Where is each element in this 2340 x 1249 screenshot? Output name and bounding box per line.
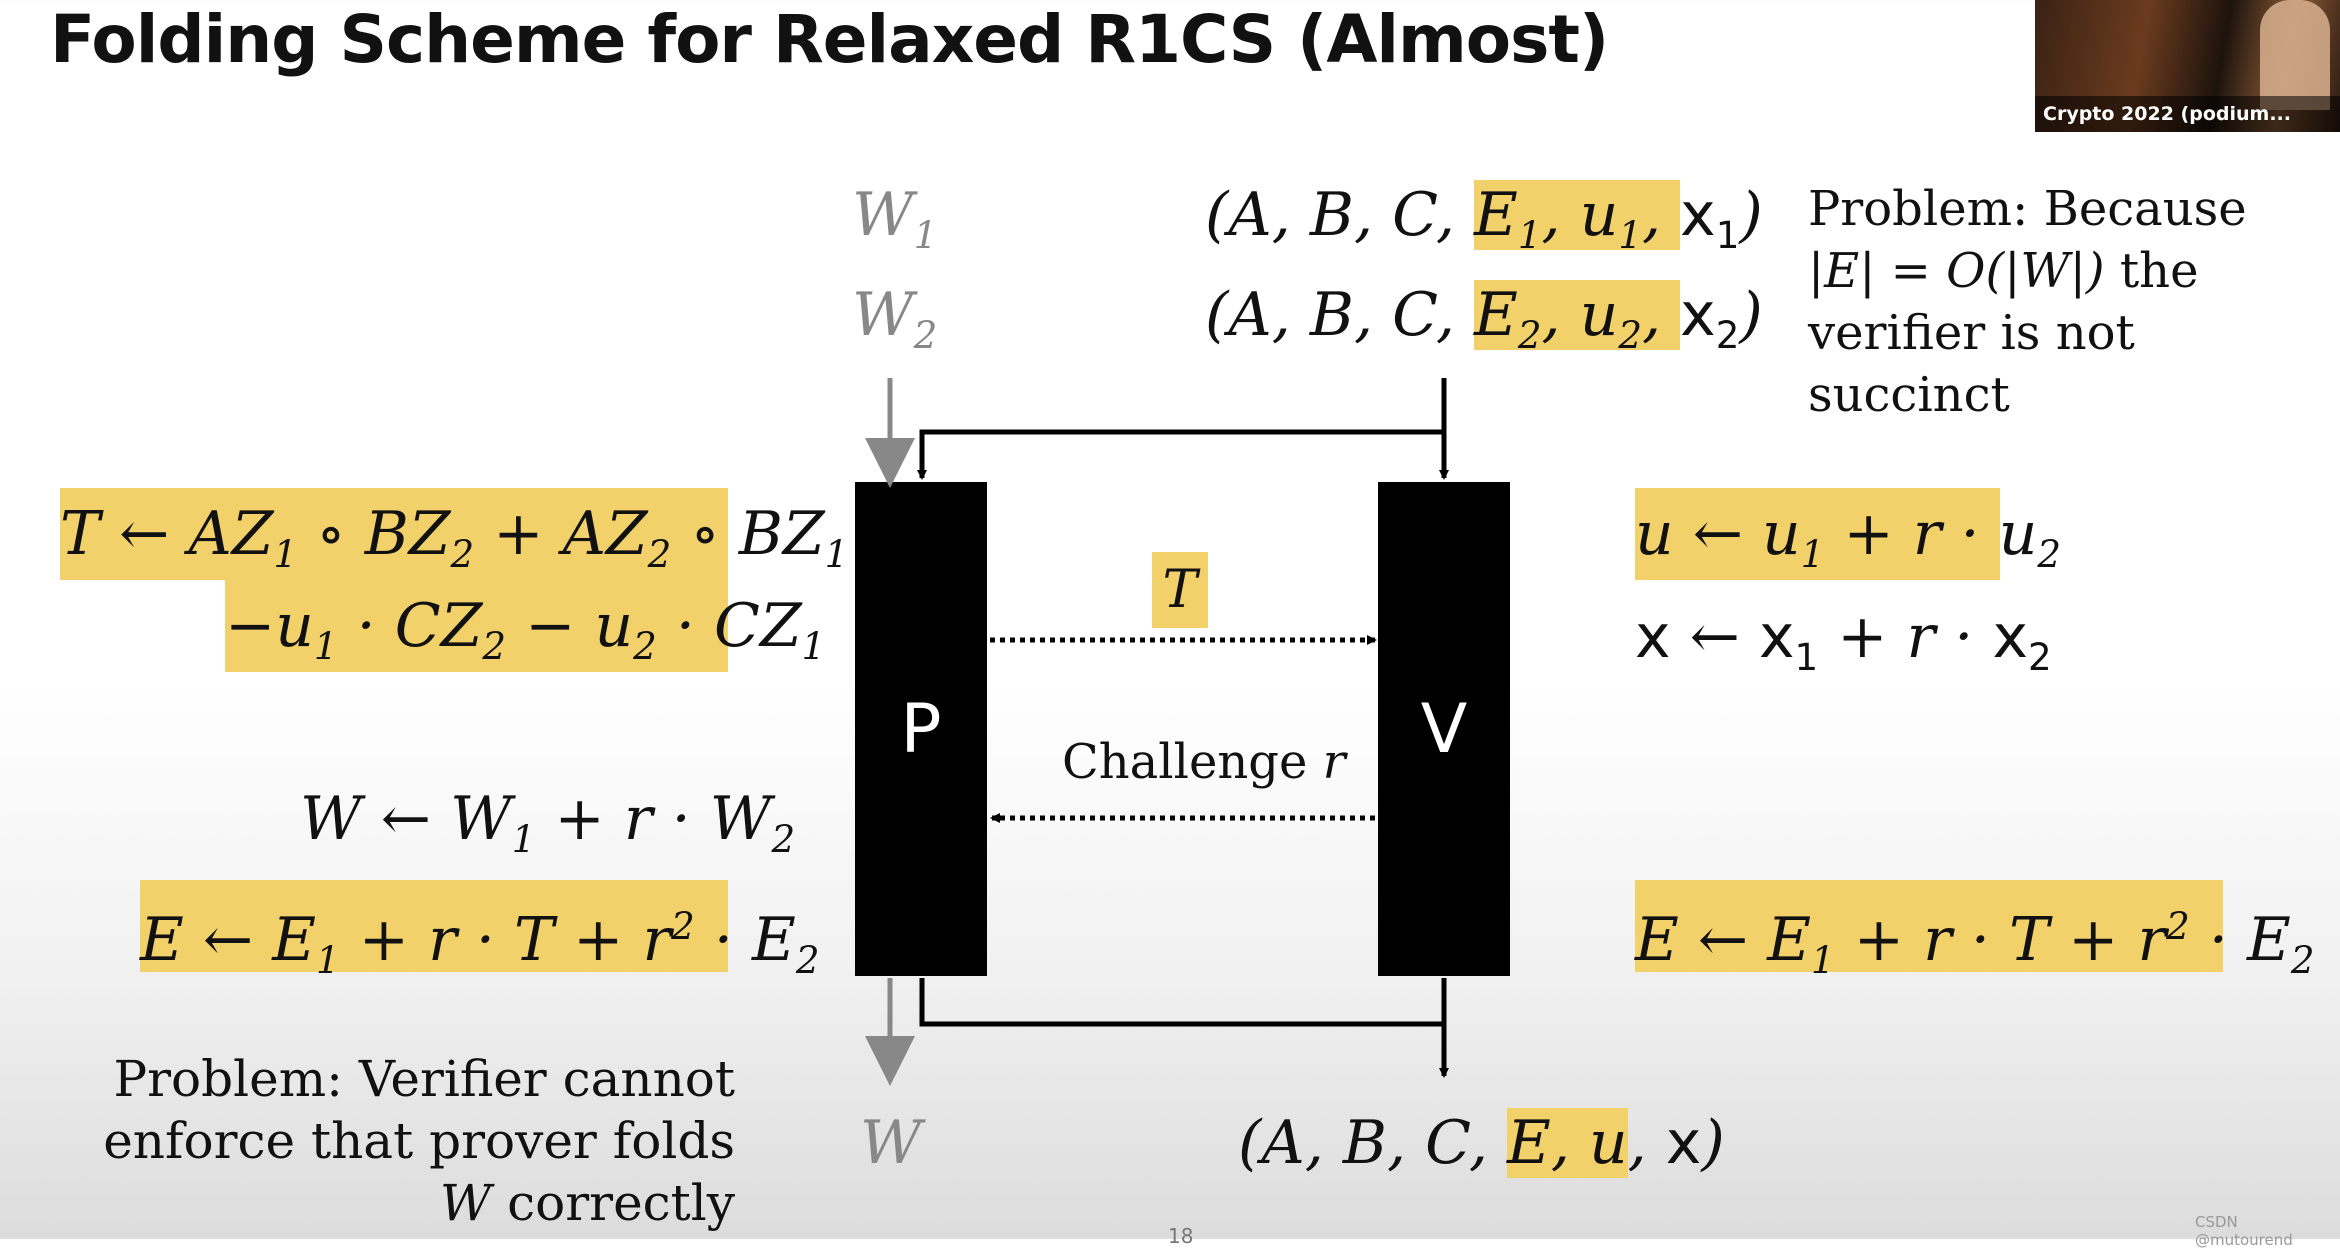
prover-label: P (900, 689, 942, 769)
output-witness: W (860, 1108, 922, 1178)
problem-note-top: Problem: Because |E| = O(|W|) the verifi… (1808, 178, 2340, 426)
instance-2: (A, B, C, E2, u2, x2) (1205, 280, 1763, 357)
t-formula-line1: T ← AZ1 ∘ BZ2 + AZ2 ∘ BZ1 (60, 488, 848, 580)
video-caption: Crypto 2022 (podium... (2035, 96, 2340, 132)
problem-note-bottom: Problem: Verifier cannot enforce that pr… (100, 1048, 735, 1234)
e-update-formula-prover: E ← E1 + r · T + r2 · E2 (140, 880, 819, 982)
instance-1-highlight: E1, u1, (1474, 180, 1681, 257)
output-instance-highlight: E, u (1507, 1108, 1628, 1178)
e-update-formula-verifier: E ← E1 + r · T + r2 · E2 (1635, 880, 2314, 982)
problem-bottom-line3: W correctly (439, 1174, 735, 1232)
instance-1: (A, B, C, E1, u1, x1) (1205, 180, 1763, 257)
problem-bottom-line2: enforce that prover folds (103, 1112, 735, 1170)
instance-to-prover-arrow (917, 429, 1444, 480)
slide-title: Folding Scheme for Relaxed R1CS (Almost) (50, 1, 1609, 78)
x-update-formula: x ← x1 + r · x2 (1635, 602, 2052, 679)
verifier-label: V (1420, 689, 1468, 769)
output-instance: (A, B, C, E, u, x) (1238, 1108, 1725, 1178)
challenge-label: Challenge r (1062, 734, 1346, 790)
problem-bottom-line1: Problem: Verifier cannot (113, 1050, 735, 1108)
page-number: 18 (1168, 1224, 1194, 1248)
prover-to-output-line (919, 978, 1444, 1027)
speaker-video-thumbnail[interactable]: Crypto 2022 (podium... (2035, 0, 2340, 132)
problem-top-line2: |E| = O(|W|) the (1808, 243, 2199, 299)
problem-top-line1: Problem: Because (1808, 181, 2247, 237)
speaker-figure (2260, 0, 2330, 110)
instance-2-highlight: E2, u2, (1474, 280, 1681, 357)
verifier-box: V (1378, 482, 1510, 976)
problem-top-line3: verifier is not succinct (1808, 305, 2135, 423)
watermark: CSDN @mutourend (2195, 1213, 2293, 1249)
message-t-label: T (1152, 552, 1208, 628)
witness-w1: W1 (852, 180, 938, 257)
witness-w2: W2 (852, 280, 938, 357)
prover-box: P (855, 482, 987, 976)
